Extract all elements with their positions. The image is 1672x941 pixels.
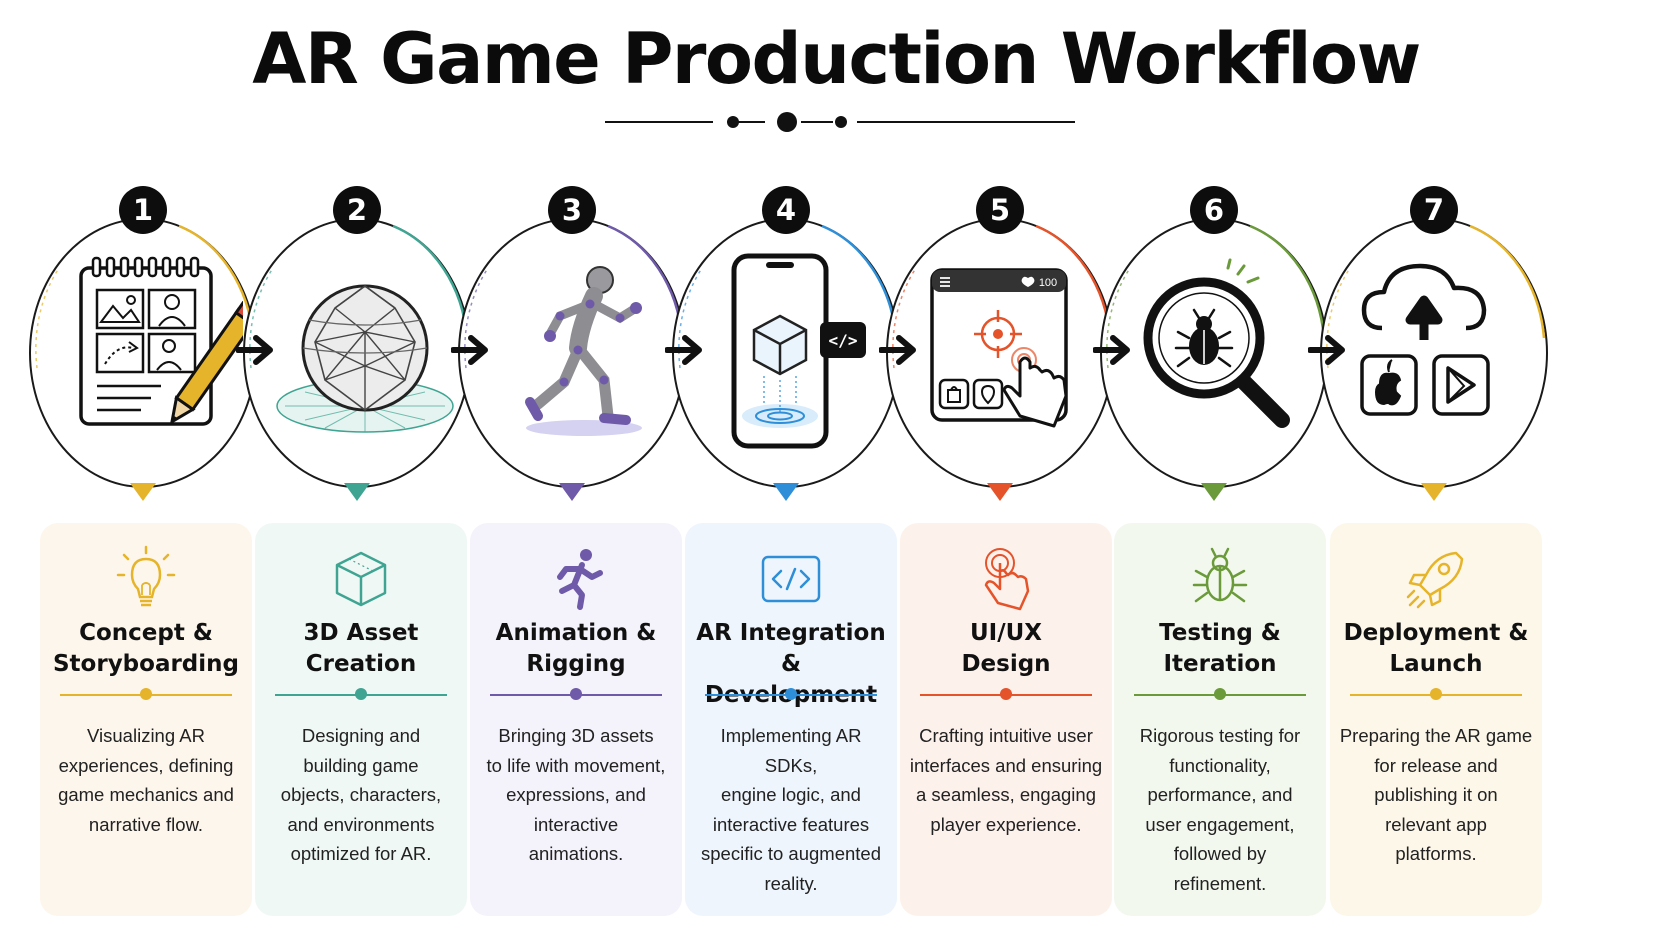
step-number-badge: 7: [1410, 186, 1458, 234]
step-pointer: [559, 483, 585, 501]
step-number-badge: 3: [548, 186, 596, 234]
step-title: 3D Asset Creation: [303, 620, 419, 677]
step-title: UI/UX Design: [961, 620, 1051, 677]
step-card: Animation & Rigging Bringing 3D assets t…: [470, 523, 682, 916]
step-pointer: [130, 483, 156, 501]
step-pointer: [1201, 483, 1227, 501]
step-number-badge: 5: [976, 186, 1024, 234]
step-title: Animation & Rigging: [495, 620, 657, 677]
step-card: 3D Asset Creation Designing and building…: [255, 523, 467, 916]
step-title: Concept & Storyboarding: [52, 620, 239, 677]
step-title-dot: [785, 688, 797, 700]
flow-arrow-icon: [236, 335, 273, 365]
svg-text:</>: </>: [829, 331, 858, 350]
step-illustration: [1143, 258, 1290, 428]
step-illustration: </>: [731, 253, 866, 449]
step-number-badge: 6: [1190, 186, 1238, 234]
step-description: Preparing the AR game for release and pu…: [1339, 725, 1533, 864]
step-title-dot: [1214, 688, 1226, 700]
step-card: AR Integration & Development Implementin…: [685, 523, 897, 916]
step-number-badge: 4: [762, 186, 810, 234]
bug-icon: [1192, 547, 1248, 603]
flow-arrow-icon: [879, 335, 916, 365]
step-number-badge: 1: [119, 186, 167, 234]
step-description: Bringing 3D assets to life with movement…: [486, 725, 666, 864]
title-divider: [605, 112, 1075, 132]
step-card: Deployment & Launch Preparing the AR gam…: [1330, 523, 1542, 916]
step-title-dot: [355, 688, 367, 700]
wireframe-sphere-on-grid-illustration: [276, 284, 454, 433]
cloud-upload-app-stores-illustration: [1360, 263, 1490, 416]
svg-text:100: 100: [1039, 277, 1057, 289]
step-pointer: [1421, 483, 1447, 501]
step-pointer: [344, 483, 370, 501]
flow-arrow-icon: [451, 335, 488, 365]
magnifier-with-bug-illustration: [1143, 258, 1290, 428]
step-card: Testing & Iteration Rigorous testing for…: [1114, 523, 1326, 916]
step-description: Crafting intuitive user interfaces and e…: [909, 725, 1103, 835]
step-title-dot: [570, 688, 582, 700]
running-mannequin-illustration: [525, 266, 642, 436]
running-figure-icon: [557, 549, 603, 610]
step-title: Deployment & Launch: [1343, 620, 1529, 677]
step-title: Testing & Iteration: [1159, 620, 1281, 677]
step-description: Visualizing AR experiences, defining gam…: [58, 725, 234, 835]
step-illustration: [276, 284, 454, 433]
flow-arrow-icon: [665, 335, 702, 365]
cube-icon: [335, 551, 387, 607]
flow-arrow-icon: [1093, 335, 1130, 365]
page-title: AR Game Production Workflow: [252, 18, 1421, 100]
step-accent-arc: [1106, 224, 1326, 369]
lightbulb-icon: [116, 545, 176, 607]
step-illustration: [1360, 263, 1490, 416]
game-ui-with-tap-illustration: 100: [930, 268, 1068, 428]
step-card: Concept & Storyboarding Visualizing AR e…: [40, 523, 252, 916]
step-description: Implementing AR SDKs, engine logic, and …: [701, 725, 881, 894]
step-card: UI/UX Design Crafting intuitive user int…: [900, 523, 1112, 916]
step-description: Rigorous testing for functionality, perf…: [1139, 725, 1301, 894]
phone-with-ar-cube-illustration: </>: [731, 253, 866, 449]
step-illustration: 100: [930, 268, 1068, 428]
step-title-dot: [1430, 688, 1442, 700]
step-pointer: [773, 483, 799, 501]
tap-finger-icon: [984, 548, 1030, 611]
step-number-badge: 2: [333, 186, 381, 234]
code-brackets-icon: [761, 555, 821, 603]
flow-arrow-icon: [1308, 335, 1345, 365]
step-accent-arc: [1326, 224, 1546, 369]
step-description: Designing and building game objects, cha…: [280, 725, 442, 864]
storyboard-sketchpad-illustration: [79, 256, 243, 426]
rocket-icon: [1406, 551, 1464, 609]
step-illustration: [79, 256, 243, 426]
step-title-dot: [140, 688, 152, 700]
step-title-dot: [1000, 688, 1012, 700]
step-pointer: [987, 483, 1013, 501]
step-illustration: [525, 266, 642, 436]
